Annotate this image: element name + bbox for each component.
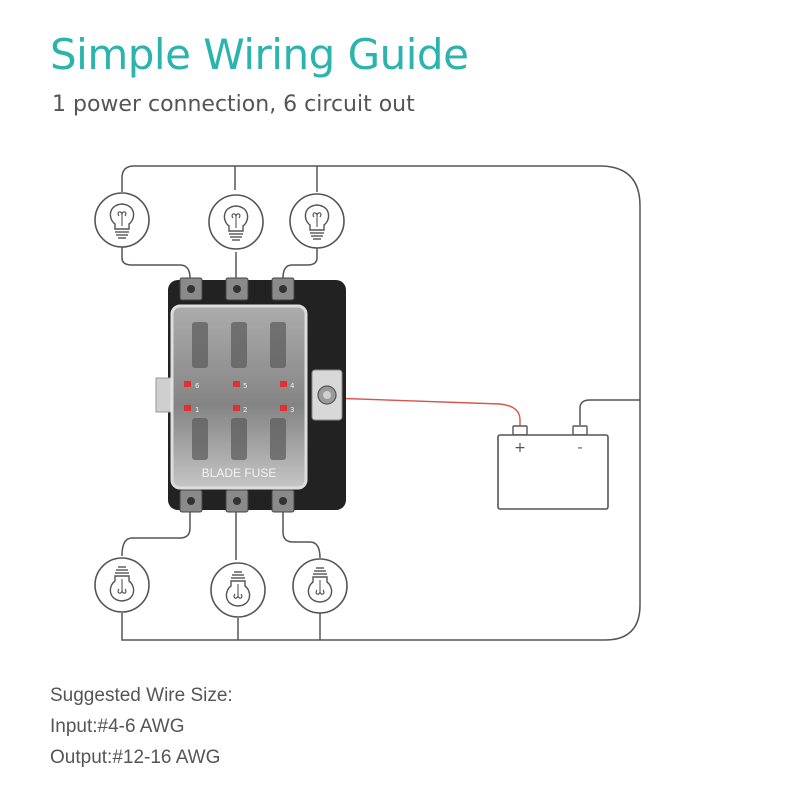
light-bulb-icon	[289, 193, 345, 249]
fuse-slot-number: 4	[290, 382, 295, 390]
battery-icon: + -	[497, 425, 609, 510]
wire-bulb-1-terminal	[121, 247, 191, 279]
light-bulb-icon	[94, 192, 150, 248]
positive-wire	[329, 397, 521, 428]
battery-positive-label: +	[514, 440, 526, 456]
wire-bulb-3-terminal	[282, 248, 318, 279]
top-return-wire	[121, 165, 641, 641]
fuse-slot-number: 6	[195, 382, 200, 390]
page-title: Simple Wiring Guide	[50, 30, 469, 79]
page-subtitle: 1 power connection, 6 circuit out	[52, 92, 415, 117]
fuse-box-label: BLADE FUSE	[202, 466, 277, 480]
wire-bulb-4-terminal	[121, 512, 191, 557]
battery-negative-label: -	[577, 440, 582, 456]
light-bulb-icon	[210, 562, 266, 618]
wire-size-output: Output:#12-16 AWG	[50, 747, 221, 768]
fuse-slot-number: 3	[290, 406, 294, 414]
wire-bulb-6-terminal	[282, 512, 321, 559]
fuse-led-group	[184, 381, 287, 411]
fuse-slot-number: 1	[195, 406, 199, 414]
wire-size-heading: Suggested Wire Size:	[50, 685, 233, 706]
light-bulb-icon	[208, 194, 264, 250]
fuse-box: 6 5 4 1 2 3 BLADE FUSE	[155, 277, 346, 513]
light-bulb-icon	[292, 558, 348, 614]
light-bulb-icon	[94, 557, 150, 613]
wire-size-input: Input:#4-6 AWG	[50, 716, 185, 737]
wire-size-notes: Suggested Wire Size: Input:#4-6 AWG Outp…	[50, 680, 233, 773]
negative-wire	[579, 399, 640, 425]
fuse-slot-number: 2	[243, 406, 247, 414]
wires	[121, 165, 641, 641]
fuse-slot-number: 5	[243, 382, 247, 390]
